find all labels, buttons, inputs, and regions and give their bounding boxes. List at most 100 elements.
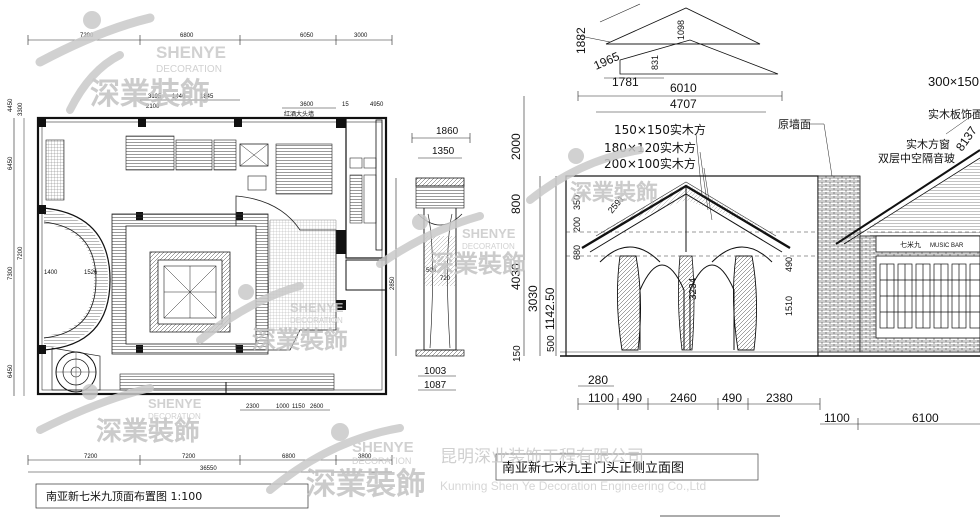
wm-brand-cn-3: 深業裝飾 [252,326,348,354]
elev-dim-top-5: 1781 [612,75,639,89]
plan-dim-2100: 2100 [146,104,160,110]
wm-brand-sub-3: DECORATION [290,316,343,325]
plan-title: 南亚新七米九顶面布置图 1:100 [46,489,202,503]
plan-dim-left-5: 7200 [18,246,24,260]
brand-logo-icon [196,282,304,344]
plan-dim-15: 15 [342,102,349,108]
elev-dim-top-2: 1098 [676,20,686,40]
plan-dim-bottom-small-4: 2600 [310,404,324,410]
plan-dim-bottom-small-1: 2300 [246,404,260,410]
elev-dim-right-1: 1100 [824,411,850,425]
wm-brand-sub-1: DECORATION [156,64,222,75]
elev-dim-v-11: 680 [572,245,582,260]
front-elevation: 1882 1098 831 1965 1781 6010 4707 150×15… [495,3,980,517]
elev-beam-label-3: 200×100实木方 [604,156,696,171]
side-dim-side-1: 2850 [390,276,396,290]
elev-dim-top-6: 6010 [670,81,697,95]
wm-brand-cn-6: 深業裝飾 [570,180,658,206]
elev-title: 南亚新七米九主门头正侧立面图 [502,460,684,476]
plan-dim-bottom-small-3: 1150 [292,404,306,410]
plan-dim-top2-3: 1845 [200,94,214,100]
brand-logo-icon [266,423,404,494]
brand-logo-icon [35,11,155,114]
wm-brand-en-2: SHENYE [462,226,516,241]
wm-brand-en-1: SHENYE [156,43,226,62]
plan-dim-bottom-4: 3800 [358,454,372,460]
elev-dim-v-1: 2000 [509,133,523,160]
brand-logo-icon [376,212,484,268]
elev-dim-right-2: 6100 [912,411,939,425]
side-dim-side-3: 720 [440,276,451,282]
elev-dim-bottom-2: 490 [622,391,642,405]
elev-sign-cn: 七米九 [900,240,921,249]
wm-brand-cn-2: 深業裝飾 [430,250,526,278]
plan-dim-top2-1: 3195 [148,94,162,100]
plan-dim-bottom-small-2: 1000 [276,404,290,410]
elev-dim-v-9: 1510 [784,296,794,316]
elev-dim-v-15: 8137 [953,124,980,154]
elev-dim-top-7: 4707 [670,97,697,111]
plan-dim-left-4: 7300 [8,266,14,280]
wm-brand-en-4: SHENYE [148,396,202,411]
elev-dim-v-12: 200 [572,217,582,232]
wm-brand-en-3: SHENYE [290,300,344,315]
plan-dim-left-2: 3300 [18,102,24,116]
elev-right-label-3: 实木方窗 [906,137,950,151]
elev-right-label-1: 300×150 [928,74,979,89]
plan-room-label: 红酒大头墙 [284,110,314,118]
wm-brand-sub-2: DECORATION [462,242,515,251]
elev-sign-en: MUSIC BAR [930,243,964,249]
plan-dim-bottom-3: 6800 [282,454,296,460]
elev-dim-bottom-5: 2380 [766,391,793,405]
plan-dim-top-2: 6800 [180,33,194,39]
plan-dim-small-1: 1400 [44,270,58,276]
wm-brand-cn-1: 深業裝飾 [90,77,210,112]
wm-brand-cn-4: 深業裝飾 [96,416,200,447]
elev-dim-top-1: 1882 [574,27,588,54]
wm-company-cn: 昆明深业装饰工程有限公司 [440,447,644,467]
side-dim-bottom-1: 1003 [424,366,447,377]
elev-dim-v-10: 490 [784,257,794,272]
elev-dim-v-7: 150 [512,345,523,362]
elev-right-label-4: 双层中空隔音玻 [878,151,955,165]
plan-dim-bottom-1: 7200 [84,454,98,460]
elev-dim-v-2: 800 [509,194,523,214]
wm-brand-en-5: SHENYE [352,439,414,456]
elev-dim-bottom-1: 1100 [588,391,614,405]
side-elevation: 1860 1350 2850 500 720 1003 1087 [390,126,471,391]
elev-dim-v-4: 3030 [526,285,540,312]
elev-dim-top-3: 831 [650,55,660,70]
side-dim-bottom-2: 1087 [424,380,447,391]
elev-note-label: 原墙面 [778,117,811,131]
elev-dim-top-4: 1965 [592,49,622,73]
wm-brand-sub-4: DECORATION [148,412,201,421]
elev-dim-bottom-4: 490 [722,391,742,405]
side-dim-side-2: 500 [426,268,437,274]
ceiling-plan: 7200 6800 6050 3000 3195 1440 1845 2100 … [8,33,393,509]
brand-logo-icon [36,384,154,434]
elev-dim-v-8: 3234 [688,277,699,300]
elev-dim-v-5: 1142.50 [543,287,557,330]
elev-dim-v-3: 4030 [509,263,523,290]
wm-company-en: Kunming Shen Ye Decoration Engineering C… [440,479,706,493]
plan-dim-left-1: 4450 [8,98,14,112]
plan-dim-3600: 3600 [300,102,314,108]
plan-dim-top2-2: 1440 [172,94,186,100]
plan-dim-total: 36550 [200,466,217,472]
plan-dim-top-4: 3000 [354,33,368,39]
plan-dim-bottom-2: 7200 [182,454,196,460]
plan-dim-left-3: 6450 [8,156,14,170]
elev-right-label-2: 实木板饰面 [928,107,980,121]
watermark: SHENYE DECORATION 深業裝飾 SHENYE DECORATION… [35,11,706,502]
side-dim-top-2: 1350 [432,146,455,157]
wm-brand-sub-5: DECORATION [352,456,411,466]
elev-dim-bottom-3: 2460 [670,391,697,405]
side-dim-top-1: 1860 [436,126,459,137]
plan-dim-top-3: 6050 [300,33,314,39]
elev-dim-v-6: 500 [546,335,557,352]
elev-dim-v-13: 350 [572,195,582,210]
elev-dim-280: 280 [588,373,608,387]
brand-logo-icon [526,146,644,204]
